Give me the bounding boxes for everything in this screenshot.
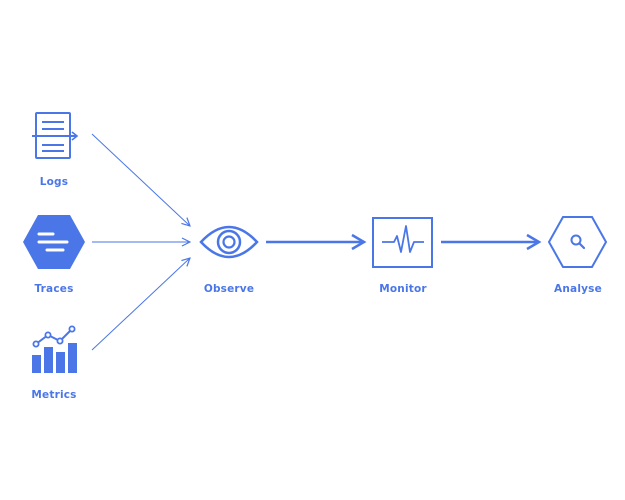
hexagon-trace-bars-icon xyxy=(23,215,85,269)
arrow-metrics-to-observe xyxy=(91,258,190,351)
node-label-metrics: Metrics xyxy=(31,389,77,401)
heartbeat-monitor-icon xyxy=(372,217,433,268)
arrow-logs-to-observe xyxy=(91,133,190,226)
bar-chart-trend-icon xyxy=(32,325,77,373)
node-label-traces: Traces xyxy=(34,283,74,295)
node-label-observe: Observe xyxy=(203,283,255,295)
node-label-logs: Logs xyxy=(39,176,69,188)
eye-icon xyxy=(199,225,259,259)
document-list-icon xyxy=(32,112,79,159)
node-label-analyse: Analyse xyxy=(554,283,602,295)
node-label-monitor: Monitor xyxy=(379,283,427,295)
hexagon-magnifier-icon xyxy=(547,216,608,268)
